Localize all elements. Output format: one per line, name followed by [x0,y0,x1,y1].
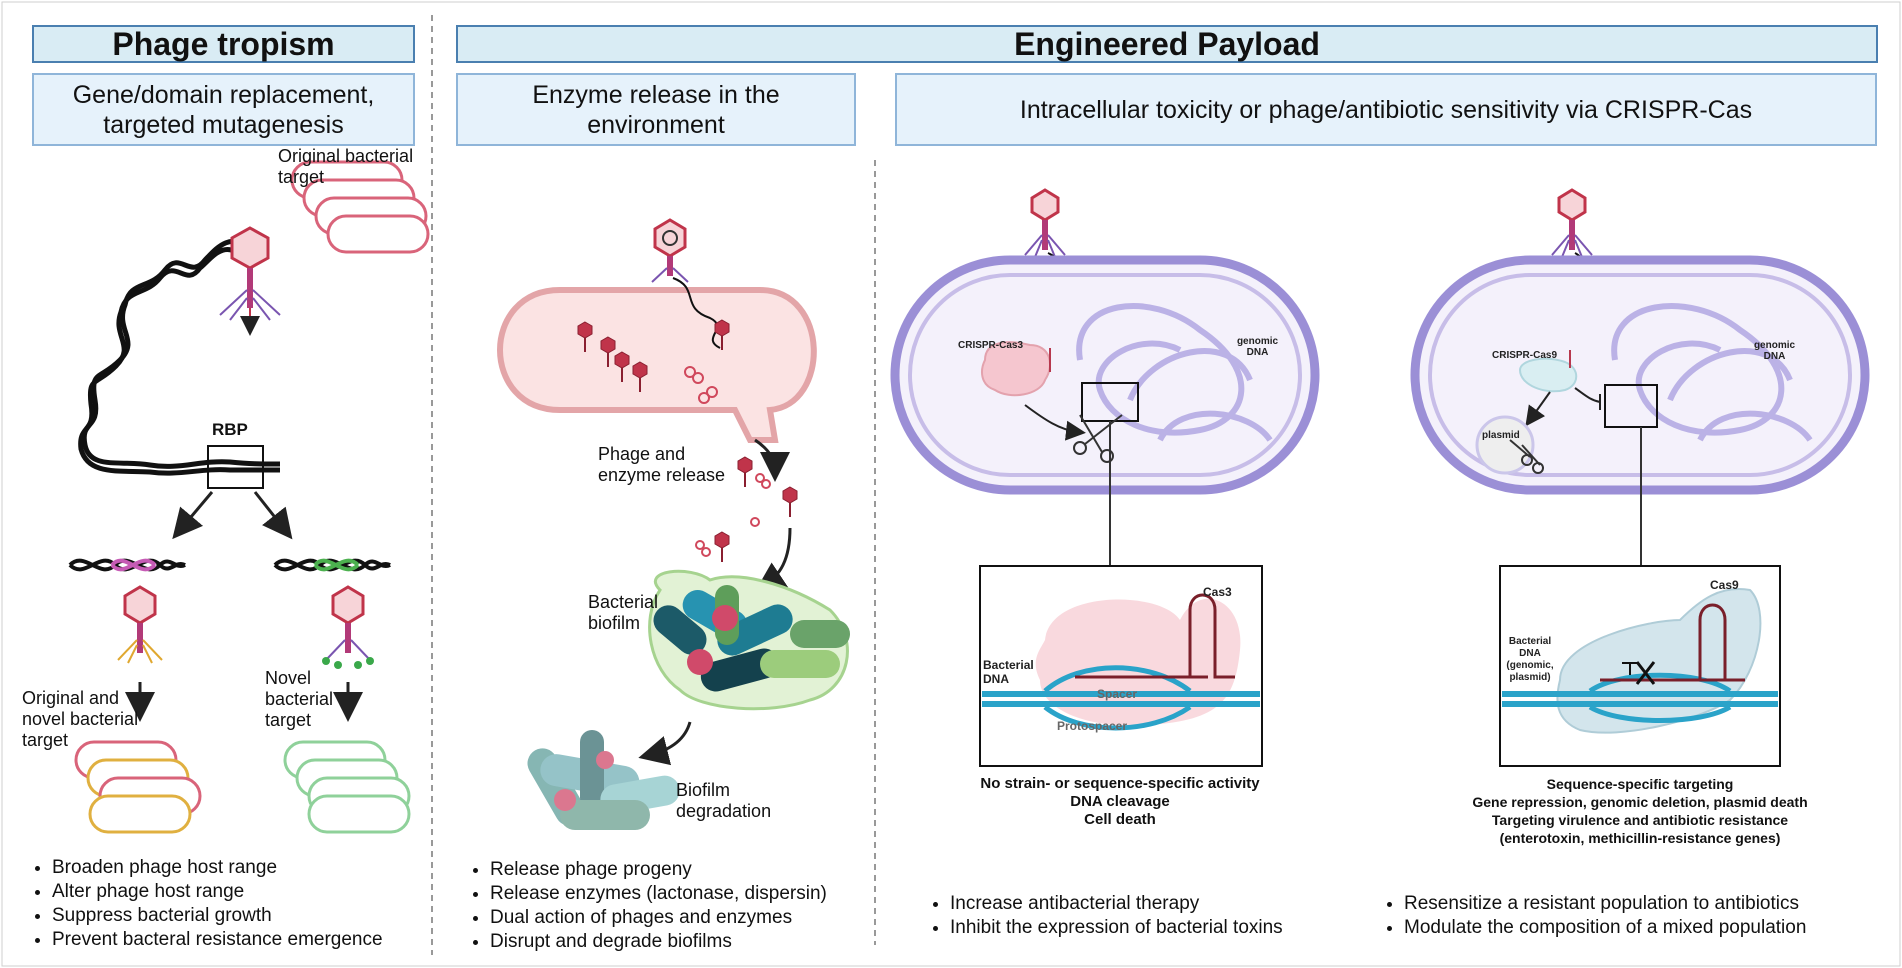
enzyme-squiggles [684,366,771,557]
label-crispr-cas3: CRISPR-Cas3 [958,340,1024,351]
bullets-cas9: Resensitize a resistant population to an… [1382,892,1902,940]
bullet-item: Resensitize a resistant population to an… [1404,892,1902,916]
label-bacterial-biofilm: Bacterial biofilm [588,592,659,633]
label-cas3: Cas3 [1203,585,1232,599]
caption-cas9: Sequence-specific targeting Gene repress… [1450,775,1830,847]
header-engineered-payload: Engineered Payload [456,25,1878,63]
label-spacer: Spacer [1097,687,1138,701]
label-biofilm-degradation: Biofilm degradation [676,780,772,821]
bullet-item: Inhibit the expression of bacterial toxi… [950,916,1370,940]
cas9-protein [1518,357,1578,393]
caption-cas3: No strain- or sequence-specific activity… [960,775,1280,829]
phage-novel [322,585,374,669]
bullet-item: Dual action of phages and enzymes [490,906,890,930]
dna-pink [68,558,186,572]
phage-enzyme-top [651,218,721,349]
genomic-dna-cas3 [1076,303,1273,442]
caption-line: Sequence-specific targeting [1546,776,1734,792]
bullets-cas3: Increase antibacterial therapy Inhibit t… [928,892,1370,940]
label-bacterial-dna-1: Bacterial DNA [983,658,1034,686]
caption-line: Cell death [1084,811,1156,828]
dna-green [273,558,391,572]
plasmid-icon [1475,415,1535,475]
bullet-item: Broaden phage host range [52,856,452,880]
subheader-enzyme-release: Enzyme release in the environment [456,73,856,146]
bullet-item: Release phage progeny [490,858,890,882]
label-novel-target: Novel bacterial target [265,668,334,730]
label-genomic-dna-2: genomic DNA [1753,340,1796,362]
caption-line: No strain- or sequence-specific activity [980,775,1260,792]
label-crispr-cas9: CRISPR-Cas9 [1492,350,1558,361]
header-phage-tropism: Phage tropism [32,25,415,63]
label-cas9: Cas9 [1710,578,1739,592]
label-genomic-dna-1: genomic DNA [1236,336,1279,358]
bullet-item: Increase antibacterial therapy [950,892,1370,916]
cas3-protein [981,341,1051,397]
bullet-item: Suppress bacterial growth [52,904,452,928]
bullets-enzyme: Release phage progeny Release enzymes (l… [468,858,890,954]
label-plasmid: plasmid [1482,430,1520,441]
dna-duplex-cas9 [1502,603,1778,723]
dna-duplex-cas3 [982,593,1260,731]
bullets-tropism: Broaden phage host range Alter phage hos… [30,856,452,952]
bullet-item: Alter phage host range [52,880,452,904]
label-original-target: Original bacterial target [278,146,414,187]
caption-line: Gene repression, genomic deletion, plasm… [1472,794,1808,810]
genomic-dna-cas9 [1611,303,1813,442]
original-novel-cells [74,740,202,834]
original-target-cells [290,160,430,254]
caption-line: DNA cleavage [1070,793,1170,810]
degraded-biofilm [527,730,680,830]
subheader-gene-replacement: Gene/domain replacement, targeted mutage… [32,73,415,146]
pink-cell-lysing [497,287,817,443]
label-rbp: RBP [212,420,248,439]
bullet-item: Disrupt and degrade biofilms [490,930,890,954]
caption-line: Targeting virulence and antibiotic resis… [1491,812,1789,828]
phage-original-novel [117,585,163,664]
phage-top-left [219,226,281,336]
bullet-item: Prevent bacteral resistance emergence [52,928,452,952]
bullet-item: Modulate the composition of a mixed popu… [1404,916,1902,940]
scissors-icon-cas9 [1509,439,1544,474]
rbp-box [207,445,264,489]
label-bacterial-dna-2: Bacterial DNA (genomic, plasmid) [1506,636,1554,683]
bullet-item: Release enzymes (lactonase, dispersin) [490,882,890,906]
scissors-icon-cas3 [1073,414,1123,463]
caption-line: (enterotoxin, methicillin-resistance gen… [1499,830,1781,846]
label-protospacer: Protospacer [1057,719,1128,733]
label-original-novel-target: Original and novel bacterial target [22,688,139,750]
phage-genome-strand [78,238,281,476]
label-phage-enzyme-release: Phage and enzyme release [598,444,726,485]
progeny-phages [577,319,798,562]
cell-cas3 [890,255,1320,495]
subheader-crispr-cas: Intracellular toxicity or phage/antibiot… [895,73,1877,146]
novel-cells [283,740,411,834]
biofilm [648,569,850,711]
